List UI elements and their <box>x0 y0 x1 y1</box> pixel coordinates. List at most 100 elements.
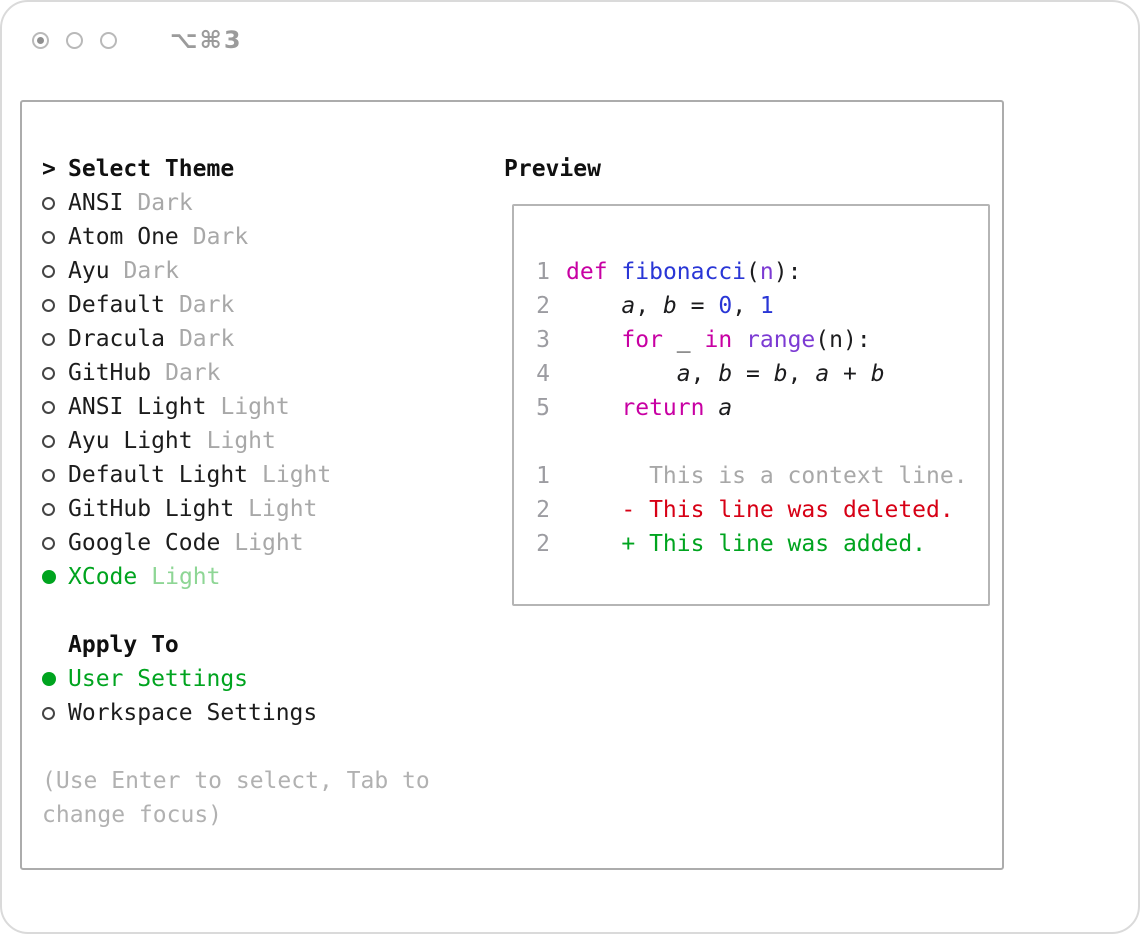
code-token <box>566 293 621 319</box>
theme-variant-tag: Dark <box>165 360 221 386</box>
theme-variant-tag: Light <box>262 462 332 488</box>
apply-to-option[interactable]: User Settings <box>42 662 490 696</box>
line-number: 2 <box>536 293 550 319</box>
radio-icon <box>42 434 68 448</box>
line-number: 3 <box>536 327 550 353</box>
code-token: n <box>759 259 774 285</box>
code-token: in <box>704 327 733 353</box>
preview-title: Preview <box>504 156 601 182</box>
diff-line: 1 This is a context line. <box>534 459 974 493</box>
code-token: fibonacci <box>621 259 747 285</box>
theme-name: XCode <box>68 564 138 590</box>
code-token: , <box>732 293 760 319</box>
code-line: 4 a, b = b, a + b <box>534 357 974 391</box>
theme-option[interactable]: Ayu Dark <box>42 254 490 288</box>
code-token: = <box>676 293 719 319</box>
code-token: a <box>718 395 733 421</box>
theme-variant-tag: Light <box>220 394 290 420</box>
apply-to-option-label: User Settings <box>68 666 249 692</box>
focus-cursor-icon: > <box>42 156 56 182</box>
radio-icon <box>42 298 68 312</box>
code-line: 3 for _ in range(n): <box>534 323 974 357</box>
code-line: 5 return a <box>534 391 974 425</box>
traffic-light-zoom-icon[interactable] <box>100 31 117 49</box>
code-token: , <box>787 361 816 387</box>
theme-variant-tag: Dark <box>178 292 235 318</box>
theme-name: ANSI <box>68 190 124 216</box>
code-token: b <box>870 361 885 387</box>
theme-variant-tag: Dark <box>192 224 249 250</box>
radio-icon <box>42 366 68 380</box>
code-token <box>566 395 621 421</box>
traffic-light-close-icon[interactable] <box>32 31 49 49</box>
apply-to-option[interactable]: Workspace Settings <box>42 696 490 730</box>
line-number: 5 <box>536 395 550 421</box>
line-number: 2 <box>536 497 550 523</box>
apply-to-header: Apply To <box>42 628 490 662</box>
code-token: + <box>829 361 871 387</box>
spacer <box>42 594 490 628</box>
theme-name: Ayu <box>68 258 110 284</box>
code-token: (n): <box>815 327 871 353</box>
traffic-light-minimize-icon[interactable] <box>66 31 83 49</box>
code-token: range <box>746 327 816 353</box>
radio-icon <box>42 332 68 346</box>
code-token <box>566 361 677 387</box>
code-token: 0 <box>718 293 733 319</box>
line-number: 4 <box>536 361 550 387</box>
keyboard-hint: (Use Enter to select, Tab to change focu… <box>42 768 430 828</box>
code-token <box>732 327 746 353</box>
apply-to-title: Apply To <box>68 632 179 658</box>
theme-variant-tag: Light <box>248 496 318 522</box>
theme-option[interactable]: GitHub Dark <box>42 356 490 390</box>
code-line: 2 a, b = 0, 1 <box>534 289 974 323</box>
theme-name: Default <box>68 292 165 318</box>
code-token: This is a context line. <box>566 463 968 489</box>
theme-variant-tag: Light <box>151 564 221 590</box>
diff-line: 2 - This line was deleted. <box>534 493 974 527</box>
code-token: a <box>815 361 830 387</box>
radio-selected-icon <box>42 672 68 686</box>
line-number: 2 <box>536 531 550 557</box>
radio-icon <box>42 706 68 720</box>
select-theme-header: > Select Theme <box>42 152 490 186</box>
theme-option[interactable]: ANSI Dark <box>42 186 490 220</box>
code-token: , <box>690 361 719 387</box>
radio-icon <box>42 536 68 550</box>
diff-line: 2 + This line was added. <box>534 527 974 561</box>
theme-name: Ayu Light <box>68 428 193 454</box>
apply-to-option-label: Workspace Settings <box>68 700 318 726</box>
code-token: a <box>621 293 636 319</box>
select-theme-title: Select Theme <box>68 156 235 182</box>
theme-option[interactable]: XCode Light <box>42 560 490 594</box>
code-token <box>566 327 621 353</box>
code-token: _ <box>662 327 705 353</box>
theme-variant-tag: Dark <box>123 258 179 284</box>
code-token: a <box>676 361 691 387</box>
theme-variant-tag: Dark <box>137 190 193 216</box>
theme-name: GitHub <box>68 360 152 386</box>
code-token <box>608 259 622 285</box>
code-token <box>704 395 718 421</box>
radio-icon <box>42 196 68 210</box>
code-token: b <box>662 293 677 319</box>
code-token: b <box>773 361 788 387</box>
theme-option[interactable]: Default Dark <box>42 288 490 322</box>
active-window-dot <box>37 36 44 44</box>
code-token: return <box>621 395 705 421</box>
code-token: for <box>621 327 663 353</box>
code-token: def <box>566 259 608 285</box>
radio-icon <box>42 502 68 516</box>
